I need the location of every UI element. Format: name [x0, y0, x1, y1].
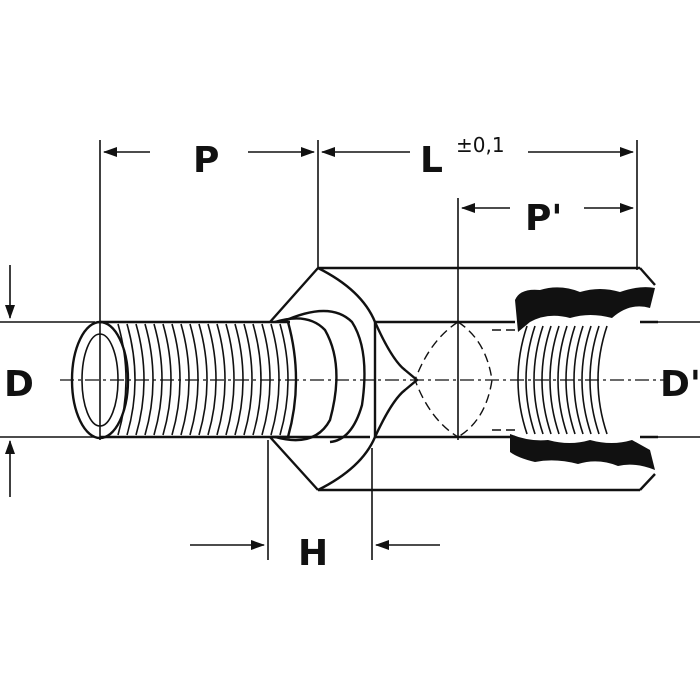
inner-thread-line	[533, 325, 544, 435]
label-D-prime: D'	[660, 364, 700, 405]
section-cut-internal-thread	[510, 287, 655, 470]
label-P: P	[193, 140, 219, 181]
inner-thread-line	[525, 325, 536, 435]
inner-thread-line	[557, 325, 568, 435]
label-P-prime: P'	[525, 198, 562, 239]
thread-line	[216, 323, 226, 436]
thread-line	[198, 323, 208, 436]
inner-thread-line	[581, 325, 592, 435]
label-D: D	[4, 364, 34, 405]
label-L-tolerance: ±0,1	[456, 133, 505, 157]
thread-line	[126, 323, 136, 436]
thread-line	[144, 323, 154, 436]
thread-line	[117, 323, 127, 436]
hex-body	[269, 266, 658, 492]
thread-line	[225, 323, 235, 436]
extension-lines	[0, 140, 700, 560]
threaded-stud	[70, 320, 298, 440]
label-L: L	[420, 140, 443, 181]
inner-thread-line	[549, 325, 560, 435]
thread-line	[243, 323, 253, 436]
inner-thread-line	[573, 325, 584, 435]
label-H: H	[298, 533, 328, 574]
